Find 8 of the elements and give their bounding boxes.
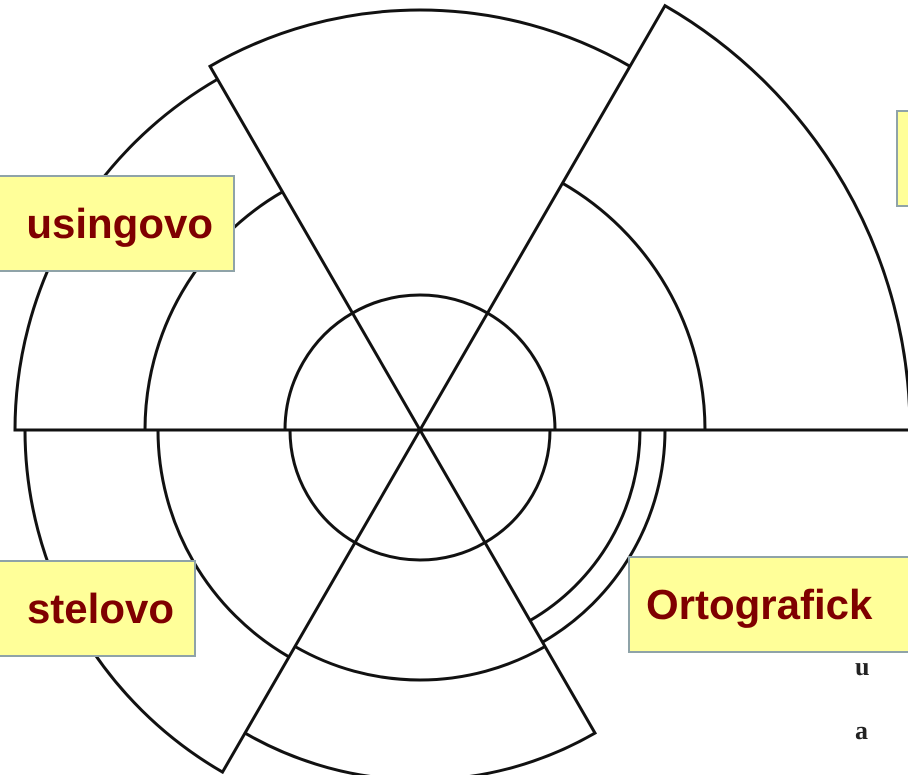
- label-text: usingovo: [26, 200, 213, 248]
- label-box: [0, 560, 196, 657]
- letter-text: u: [855, 652, 870, 682]
- label-text: stelovo: [26, 584, 174, 632]
- label-box: [628, 556, 908, 653]
- letter-text: a: [855, 716, 868, 746]
- label-text: Ortografick: [646, 580, 872, 628]
- label-box: [0, 175, 235, 272]
